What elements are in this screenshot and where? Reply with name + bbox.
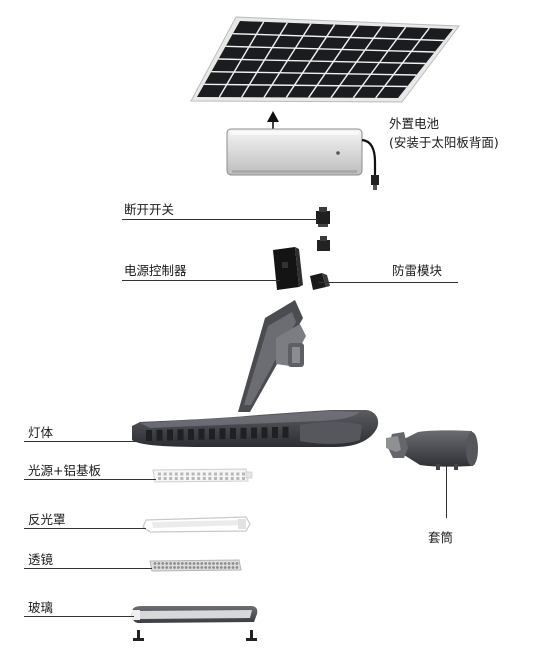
screw-left: [133, 630, 144, 641]
leader-line-controller: [122, 280, 280, 281]
leader-line-glass: [24, 616, 134, 617]
surge-module: [310, 273, 330, 290]
label-lens: 透镜: [28, 552, 54, 567]
label-reflector: 反光罩: [28, 512, 66, 527]
label-battery-subtitle: (安装于太阳板背面): [389, 135, 499, 150]
leader-line-switch: [122, 219, 318, 220]
label-sleeve: 套筒: [428, 530, 454, 545]
screw-right: [246, 630, 257, 641]
solar-panel: [190, 16, 460, 103]
led-board: [152, 468, 253, 483]
label-surge: 防雷模块: [392, 263, 443, 278]
pole-sleeve: [386, 430, 478, 470]
leader-line-surge: [318, 282, 458, 283]
leader-line-lamp-body: [24, 441, 136, 442]
power-controller: [273, 247, 303, 290]
disconnect-switch: [316, 207, 330, 251]
battery-pack: [226, 128, 379, 190]
glass-cover: [131, 606, 258, 641]
label-battery-title: 外置电池: [389, 116, 440, 131]
label-led-board: 光源+铝基板: [28, 463, 101, 478]
lens: [149, 559, 242, 572]
label-lamp-body: 灯体: [28, 425, 54, 440]
reflector: [142, 516, 251, 533]
label-glass: 玻璃: [28, 600, 54, 615]
leader-line-reflector: [24, 528, 146, 529]
leader-line-sleeve: [446, 466, 447, 518]
lamp-body: [132, 300, 379, 447]
leader-line-lens: [24, 568, 152, 569]
leader-line-led-board: [24, 479, 156, 480]
label-controller: 电源控制器: [124, 263, 187, 278]
label-switch: 断开开关: [124, 202, 175, 217]
